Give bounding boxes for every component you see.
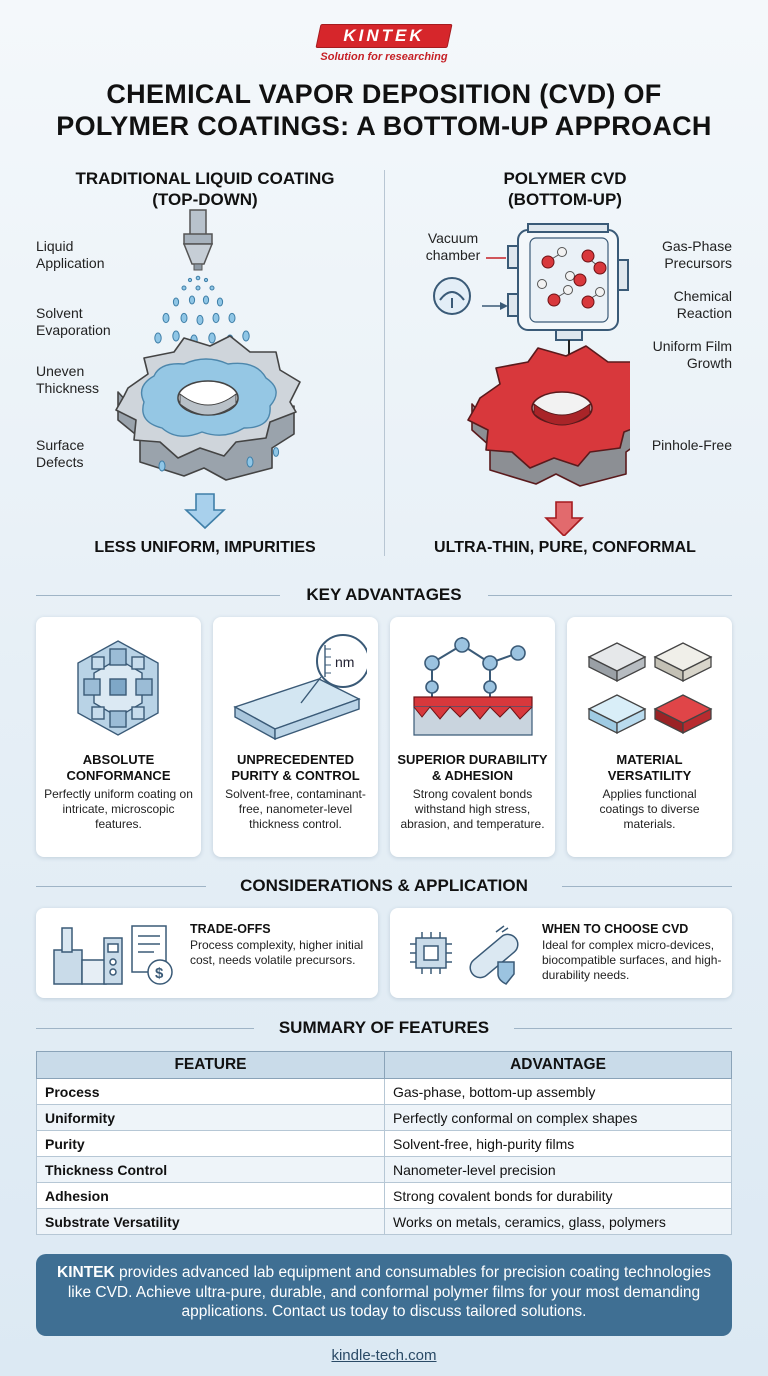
advantage-card-purity: nm UNPRECEDENTED PURITY & CONTROL Solven… [213,617,378,857]
feature-cell: Thickness Control [36,1156,385,1183]
label-uneven-thickness: Uneven Thickness [36,363,100,396]
vacuum-chamber-icon [507,223,629,341]
divider-line [36,1028,254,1029]
advantage-cell: Works on metals, ceramics, glass, polyme… [384,1208,732,1235]
summary-heading: SUMMARY OF FEATURES [278,1018,490,1037]
thin-film-layer-icon: nm [233,634,367,741]
advantage-cell: Strong covalent bonds for durability [384,1182,732,1209]
advantage-card-versatility: MATERIAL VERSATILITY Applies functional … [567,617,732,857]
gear-coated-red [467,345,630,487]
column-header-advantage: ADVANTAGE [384,1051,732,1079]
title-line-2: POLYMER COATINGS: A BOTTOM-UP APPROACH [56,111,712,141]
key-advantages-heading: KEY ADVANTAGES [306,585,462,604]
title-line-1: CHEMICAL VAPOR DEPOSITION (CVD) OF [106,79,662,109]
down-arrow-blue-icon [183,493,227,530]
right-column-title: POLYMER CVD (BOTTOM-UP) [390,168,740,210]
material-samples-icon [587,642,713,735]
tradeoffs-title: TRADE-OFFS [190,922,271,936]
considerations-heading: CONSIDERATIONS & APPLICATION [240,876,528,895]
cta-text: provides advanced lab equipment and cons… [67,1264,711,1320]
label-liquid-application: Liquid Application [36,238,105,271]
label-vacuum-chamber: Vacuum chamber [425,230,481,263]
left-column-title: TRADITIONAL LIQUID COATING (TOP-DOWN) [30,168,380,210]
right-title-line-2: (BOTTOM-UP) [508,190,622,209]
card-title: UNPRECEDENTED PURITY & CONTROL [231,752,360,783]
brand-tagline: Solution for researching [320,51,448,63]
feature-cell: Uniformity [36,1104,385,1131]
tradeoffs-card: $ TRADE-OFFS Process complexity, higher … [36,908,378,998]
divider-line [488,595,732,596]
liquid-droplets [154,275,250,346]
feature-cell: Purity [36,1130,385,1157]
down-arrow-red-icon [544,501,584,536]
card-title: ABSOLUTE CONFORMANCE [66,752,171,783]
microchip-implant-icon [410,925,519,985]
table-header-row: FEATURE ADVANTAGE [36,1051,732,1079]
label-pinhole-free: Pinhole-Free [651,437,732,453]
label-solvent-evaporation: Solvent Evaporation [36,305,111,338]
card-text: Solvent-free, contaminant-free, nanomete… [225,787,366,831]
right-title-line-1: POLYMER CVD [503,169,627,188]
when-to-choose-card: WHEN TO CHOOSE CVD Ideal for complex mic… [390,908,732,998]
gas-inlet-arrow-icon [482,302,508,310]
vacuum-gauge-icon [433,277,471,315]
covalent-bond-icon [413,637,533,736]
advantage-cell: Gas-phase, bottom-up assembly [384,1078,732,1105]
divider-line [36,595,280,596]
divider-line [36,886,206,887]
advantage-card-durability: SUPERIOR DURABILITY & ADHESION Strong co… [390,617,555,857]
card-text: Perfectly uniform coating on intricate, … [44,787,193,831]
card-text: Applies functional coatings to diverse m… [599,787,700,831]
spray-nozzle-icon [182,209,214,271]
left-verdict: LESS UNIFORM, IMPURITIES [94,539,316,556]
column-header-feature: FEATURE [36,1051,385,1079]
left-title-line-1: TRADITIONAL LIQUID COATING [75,169,335,188]
card-title: SUPERIOR DURABILITY & ADHESION [397,752,548,783]
polymer-cvd-illustration [433,223,630,536]
conformal-lattice-icon [77,640,159,736]
equipment-cost-icon: $ [53,925,173,985]
column-divider [384,170,385,556]
label-uniform-film-growth: Uniform Film Growth [652,338,732,371]
page-title: CHEMICAL VAPOR DEPOSITION (CVD) OF POLYM… [40,78,728,142]
liquid-coating-illustration [115,209,301,530]
advantage-cell: Solvent-free, high-purity films [384,1130,732,1157]
advantage-cell: Nanometer-level precision [384,1156,732,1183]
brand-name: KINTEK [343,26,425,45]
when-to-choose-text: Ideal for complex micro-devices, biocomp… [542,938,722,982]
card-text: Strong covalent bonds withstand high str… [400,787,545,831]
when-to-choose-title: WHEN TO CHOOSE CVD [542,922,689,936]
website-link[interactable]: kindle-tech.com [331,1347,437,1364]
card-title: MATERIAL VERSATILITY [607,752,692,783]
feature-cell: Substrate Versatility [36,1208,385,1235]
feature-cell: Adhesion [36,1182,385,1209]
svg-text:$: $ [155,965,164,982]
cta-brand: KINTEK [57,1264,115,1281]
gear-uncoated [115,335,301,481]
left-title-line-2: (TOP-DOWN) [152,190,258,209]
label-chemical-reaction: Chemical Reaction [673,288,732,321]
label-gas-phase-precursors: Gas-Phase Precursors [661,238,732,271]
label-surface-defects: Surface Defects [36,437,85,470]
cta-banner: KINTEK provides advanced lab equipment a… [36,1254,732,1336]
tradeoffs-text: Process complexity, higher initial cost,… [190,938,364,967]
advantage-cell: Perfectly conformal on complex shapes [384,1104,732,1131]
advantage-card-conformance: ABSOLUTE CONFORMANCE Perfectly uniform c… [36,617,201,857]
divider-line [514,1028,732,1029]
nm-label: nm [335,654,354,670]
feature-cell: Process [36,1078,385,1105]
divider-line [562,886,732,887]
brand-logo: KINTEK Solution for researching [315,24,453,68]
right-verdict: ULTRA-THIN, PURE, CONFORMAL [434,539,696,556]
precursor-molecules [537,247,607,309]
